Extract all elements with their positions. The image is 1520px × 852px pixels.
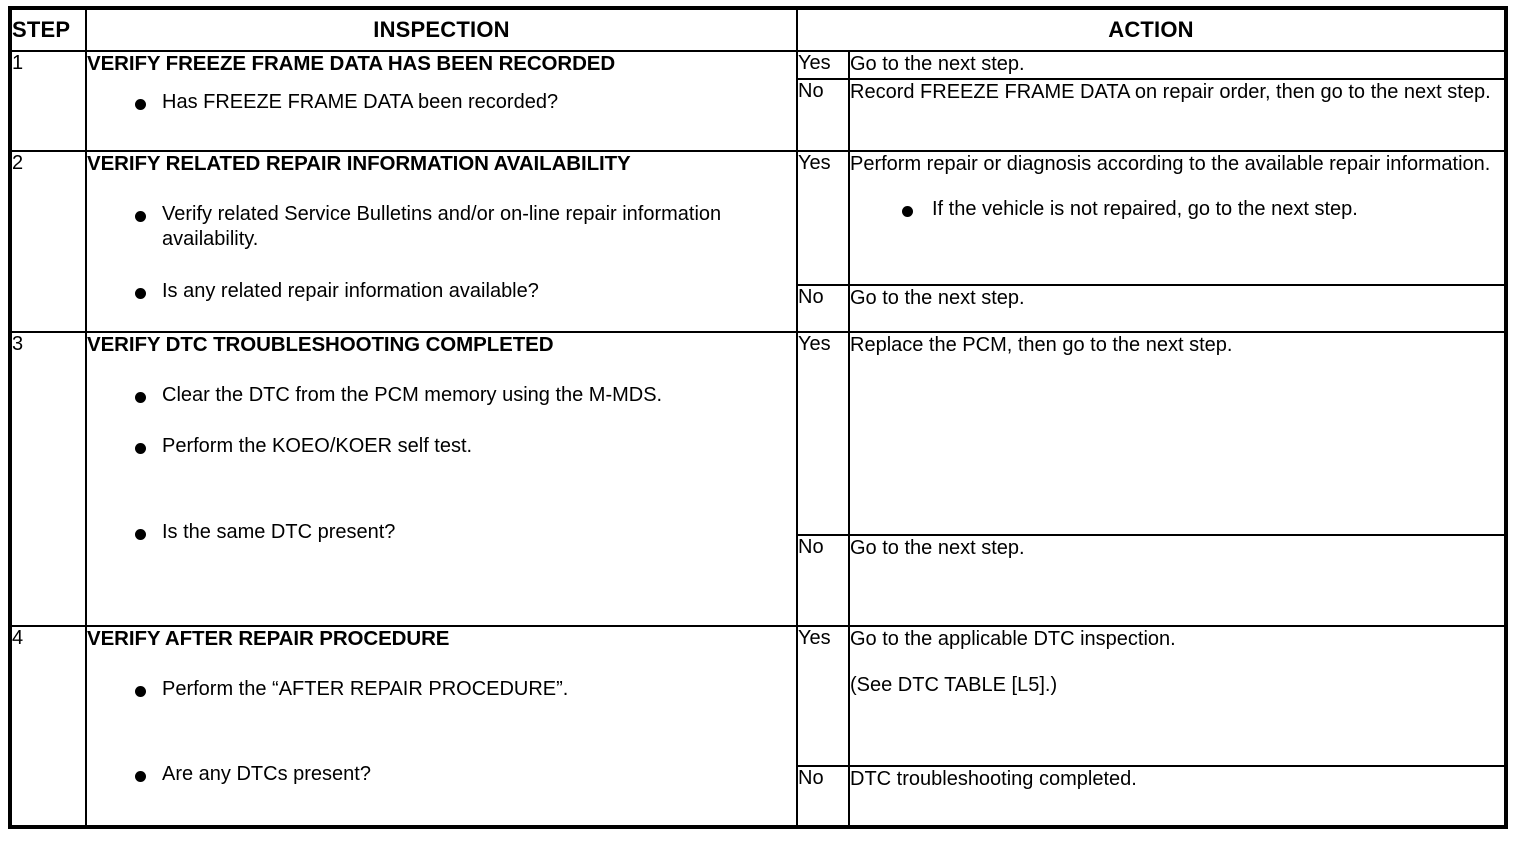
judgement-yes-step-3: Yes	[796, 330, 850, 536]
action-cell-step-4-yes: Go to the applicable DTC inspection. (Se…	[848, 624, 1507, 767]
header-row: STEP INSPECTION ACTION	[9, 7, 1507, 52]
action-text: DTC troubleshooting completed.	[850, 767, 1137, 790]
inspection-bullet: Clear the DTC from the PCM memory using …	[87, 383, 796, 409]
inspection-cell-step-4: VERIFY AFTER REPAIR PROCEDURE Perform th…	[85, 624, 798, 828]
inspection-title-step-2: VERIFY RELATED REPAIR INFORMATION AVAILA…	[87, 151, 631, 175]
action-cell-step-2-yes: Perform repair or diagnosis according to…	[848, 149, 1507, 286]
action-cell-step-2-no: Go to the next step.	[848, 283, 1507, 333]
action-cell-step-3-yes: Replace the PCM, then go to the next ste…	[848, 330, 1507, 536]
judgement-yes-step-2: Yes	[796, 149, 850, 286]
inspection-bullet: Perform the “AFTER REPAIR PROCEDURE”.	[87, 677, 796, 703]
inspection-bullet: Is any related repair information availa…	[87, 279, 796, 305]
inspection-cell-step-3: VERIFY DTC TROUBLESHOOTING COMPLETED Cle…	[85, 330, 798, 627]
inspection-title-step-4: VERIFY AFTER REPAIR PROCEDURE	[87, 626, 450, 650]
action-cell-step-1-yes: Go to the next step.	[848, 50, 1507, 80]
column-header-action: ACTION	[796, 7, 1507, 52]
judgement-yes-step-1: Yes	[796, 50, 850, 80]
action-cell-step-3-no: Go to the next step.	[848, 533, 1507, 627]
inspection-bullet: Has FREEZE FRAME DATA been recorded?	[87, 90, 796, 116]
inspection-bullet: Perform the KOEO/KOER self test.	[87, 434, 796, 460]
table-row-step-1-no: No Record FREEZE FRAME DATA on repair or…	[10, 77, 1507, 152]
inspection-cell-step-1: VERIFY FREEZE FRAME DATA HAS BEEN RECORD…	[85, 50, 798, 152]
table-row-step-4-yes: 4 VERIFY AFTER REPAIR PROCEDURE Perform …	[9, 624, 1507, 828]
inspection-title-step-1: VERIFY FREEZE FRAME DATA HAS BEEN RECORD…	[87, 52, 616, 75]
judgement-yes-step-4: Yes	[796, 624, 850, 767]
column-header-step: STEP	[9, 7, 87, 52]
dtc-troubleshooting-table: STEP INSPECTION ACTION 1 VERIFY FREEZE F…	[8, 6, 1508, 829]
action-text: Go to the applicable DTC inspection.	[850, 627, 1176, 650]
judgement-no-step-4: No	[796, 764, 850, 828]
table-body: 1 VERIFY FREEZE FRAME DATA HAS BEEN RECO…	[9, 50, 1507, 828]
action-cell-step-4-no: DTC troubleshooting completed.	[848, 764, 1507, 828]
action-text: Go to the next step.	[850, 536, 1025, 559]
inspection-bullet: Is the same DTC present?	[87, 520, 796, 546]
action-text: Go to the next step.	[850, 286, 1025, 309]
step-number-4: 4	[9, 624, 87, 828]
inspection-title-step-3: VERIFY DTC TROUBLESHOOTING COMPLETED	[87, 332, 554, 356]
judgement-no-step-1: No	[796, 77, 850, 152]
inspection-bullet-list-step-4: Perform the “AFTER REPAIR PROCEDURE”. Ar…	[87, 677, 796, 788]
table-header: STEP INSPECTION ACTION	[9, 7, 1507, 52]
column-header-inspection: INSPECTION	[85, 7, 798, 52]
table-row-step-3-no: No Go to the next step.	[10, 533, 1507, 627]
inspection-bullet-list-step-1: Has FREEZE FRAME DATA been recorded?	[87, 90, 796, 116]
action-sub-bullet: If the vehicle is not repaired, go to th…	[850, 197, 1504, 223]
table-row-step-2-no: No Go to the next step.	[10, 283, 1507, 333]
inspection-bullet-list-step-2: Verify related Service Bulletins and/or …	[87, 202, 796, 305]
table-row-step-2-yes: 2 VERIFY RELATED REPAIR INFORMATION AVAI…	[9, 149, 1507, 333]
action-sub-bullet-list-step-2: If the vehicle is not repaired, go to th…	[850, 197, 1504, 223]
inspection-bullet: Are any DTCs present?	[87, 762, 796, 788]
action-text: Replace the PCM, then go to the next ste…	[850, 333, 1233, 356]
action-text: Record FREEZE FRAME DATA on repair order…	[850, 80, 1491, 103]
action-reference-text: (See DTC TABLE [L5].)	[850, 674, 1058, 697]
inspection-cell-step-2: VERIFY RELATED REPAIR INFORMATION AVAILA…	[85, 149, 798, 333]
table-row-step-4-no: No DTC troubleshooting completed.	[10, 764, 1507, 828]
inspection-bullet: Verify related Service Bulletins and/or …	[87, 202, 796, 253]
inspection-bullet-list-step-3: Clear the DTC from the PCM memory using …	[87, 383, 796, 546]
step-number-3: 3	[9, 330, 87, 627]
action-cell-step-1-no: Record FREEZE FRAME DATA on repair order…	[848, 77, 1507, 152]
table-row-step-3-yes: 3 VERIFY DTC TROUBLESHOOTING COMPLETED C…	[9, 330, 1507, 627]
action-text: Perform repair or diagnosis according to…	[850, 152, 1491, 175]
step-number-2: 2	[9, 149, 87, 333]
step-number-1: 1	[9, 50, 87, 152]
judgement-no-step-2: No	[796, 283, 850, 333]
table-row-step-1-yes: 1 VERIFY FREEZE FRAME DATA HAS BEEN RECO…	[9, 50, 1507, 152]
judgement-no-step-3: No	[796, 533, 850, 627]
action-text: Go to the next step.	[850, 53, 1025, 75]
